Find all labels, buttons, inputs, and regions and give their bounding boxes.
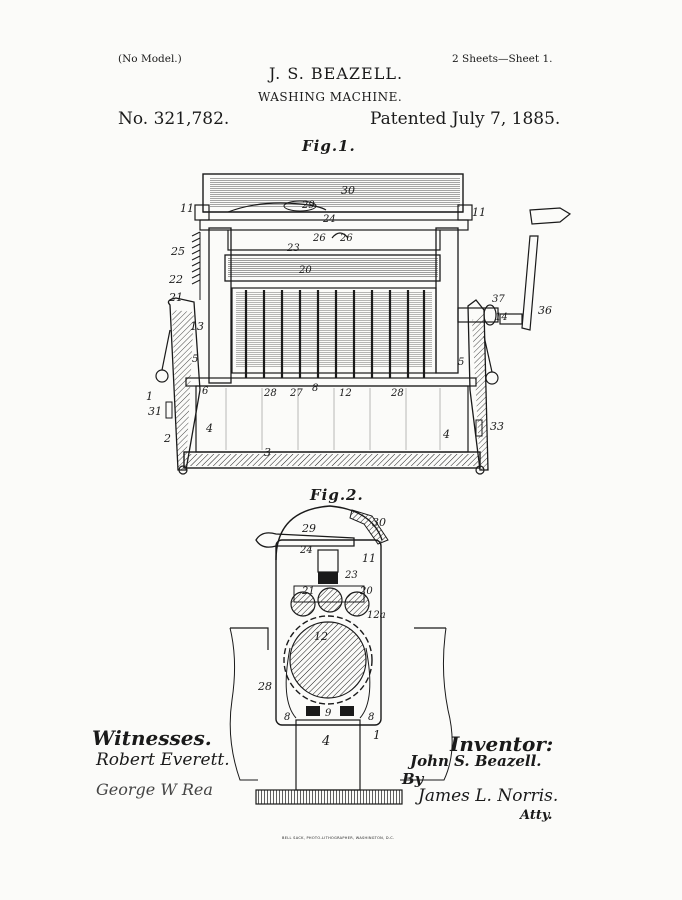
ref-numeral: 37 [492,294,505,305]
ref-numeral: 3 [264,446,271,459]
fig2-label: Fig.2. [310,486,364,504]
ref-numeral: 31 [148,405,162,418]
inventor-label: Inventor: [450,732,554,756]
witness-signature-2: George W Rea [96,780,213,799]
ref-numeral: 9 [325,708,332,719]
ref-numeral: 36 [538,304,552,317]
ref-numeral: 5 [192,354,199,365]
ref-numeral: 23 [287,243,300,254]
ref-numeral: 1 [373,728,381,742]
ref-numeral: 29 [302,522,316,535]
no-model-label: (No Model.) [118,53,182,65]
ref-numeral: 28 [258,680,272,693]
ref-numeral: 30 [372,516,386,529]
patent-title: WASHING MACHINE. [258,90,403,104]
printer-credit: BELL SACK, PHOTO-LITHOGRAPHER, WASHINGTO… [282,836,395,840]
patent-number: No. 321,782. [118,109,230,129]
ref-numeral: 12a [367,610,386,621]
inventor-signature: John S. Beazell. [410,752,542,770]
atty-label: Atty. [520,808,553,823]
ref-numeral: 26 [313,233,326,244]
ref-numeral: 8 [312,383,319,394]
patent-date: Patented July 7, 1885. [370,109,561,129]
ref-numeral: 20 [299,265,312,276]
ref-numeral: 23 [345,570,358,581]
ref-numeral: 5 [458,357,465,368]
ref-numeral: 11 [362,552,376,565]
fig1-tub [155,297,499,475]
ref-numeral: 30 [341,184,355,197]
ref-numeral: 8 [284,712,291,723]
ref-numeral: 21 [169,291,183,304]
ref-numeral: 29 [302,200,315,211]
ref-numeral: 11 [180,202,194,215]
fig2-drawing [229,505,453,805]
attorney-signature: James L. Norris. [418,786,559,806]
ref-numeral: 21 [302,586,315,597]
ref-numeral: 25 [171,245,185,258]
inventor-name: J. S. BEAZELL. [269,64,404,83]
ref-numeral: 33 [490,420,504,433]
witness-signature-1: Robert Everett. [96,750,230,770]
ref-numeral: 24 [323,214,336,225]
ref-numeral: 13 [190,320,204,333]
ref-numeral: 4 [443,428,450,441]
ref-numeral: 28 [264,388,277,399]
ref-numeral: 27 [290,388,303,399]
ref-numeral: 2 [164,432,171,445]
fig1-label: Fig.1. [302,137,356,155]
ref-numeral: 28 [391,388,404,399]
ref-numeral: 12 [339,388,352,399]
ref-numeral: 20 [360,586,373,597]
ref-numeral: 14 [495,312,508,323]
ref-numeral: 4 [322,734,331,749]
witnesses-label: Witnesses. [92,726,212,750]
ref-numeral: 4 [206,422,213,435]
ref-numeral: 11 [472,206,486,219]
ref-numeral: 12 [314,630,328,643]
by-label: By [402,770,424,788]
ref-numeral: 26 [340,233,353,244]
ref-numeral: 6 [202,386,209,397]
fig1-roller-cage [231,287,437,378]
ref-numeral: 1 [146,390,153,403]
ref-numeral: 22 [169,273,183,286]
ref-numeral: 24 [300,545,313,556]
ref-numeral: 8 [368,712,375,723]
fig1-lid [202,173,464,213]
sheet-count: 2 Sheets—Sheet 1. [452,53,553,65]
